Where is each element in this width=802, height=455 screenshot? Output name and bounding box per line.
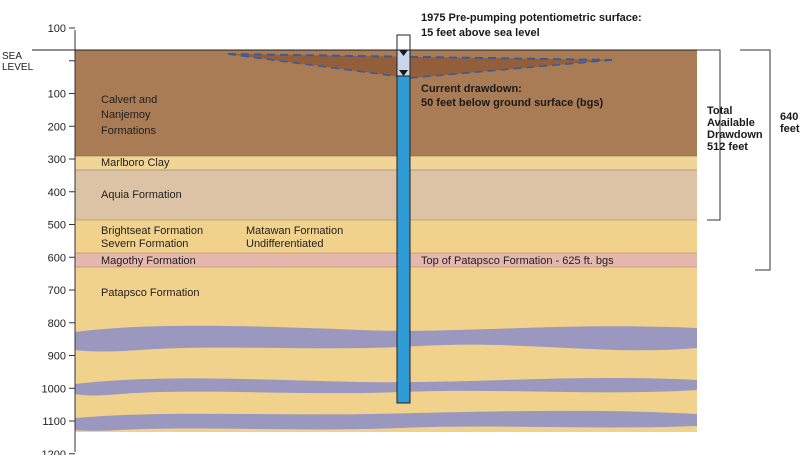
- available-label: Available: [707, 117, 755, 129]
- drawdown-brackets: Total Available Drawdown 512 feet 640 fe…: [697, 49, 800, 271]
- brightseat-severn-matawan-layer: [75, 220, 697, 253]
- annotations: 1975 Pre-pumping potentiometric surface:…: [421, 12, 642, 267]
- drawdown-cone: [227, 53, 613, 79]
- total-drawdown-bracket: [697, 49, 721, 221]
- depth-tick-label: 400: [48, 187, 66, 199]
- layer-stack: [75, 50, 697, 432]
- pre-pumping-value: 15 feet above sea level: [421, 27, 540, 39]
- depth-tick-label: 700: [48, 285, 66, 297]
- depth-tick-label: 600: [48, 252, 66, 264]
- depth-tick-label: 200: [48, 121, 66, 133]
- depth-tick-label: 900: [48, 351, 66, 363]
- brightseat-label: Brightseat Formation: [101, 225, 203, 237]
- calvert-label-line3: Formations: [101, 125, 157, 137]
- top-patapsco-label: Top of Patapsco Formation - 625 ft. bgs: [421, 255, 614, 267]
- depth-640-bracket: [740, 49, 771, 271]
- clay-lens-lower: [75, 410, 697, 431]
- matawan-label: Matawan Formation: [246, 225, 343, 237]
- depth-tick-label: 1000: [42, 383, 66, 395]
- clay-lens-upper: [75, 325, 697, 352]
- marlboro-clay-layer: [75, 156, 697, 170]
- sea-level-tick-label: LEVEL: [2, 62, 34, 73]
- depth-tick-label: 800: [48, 318, 66, 330]
- depth-tick-label: 100: [48, 23, 66, 35]
- depth-tick-label: 1200: [42, 449, 66, 455]
- sea-level-tick-label: SEA: [2, 51, 22, 62]
- clay-lenses: [75, 325, 697, 431]
- clay-lens-middle: [75, 378, 697, 396]
- cone-of-depression: [228, 54, 612, 78]
- undifferentiated-label: Undifferentiated: [246, 238, 323, 250]
- current-drawdown-title: Current drawdown:: [421, 83, 522, 95]
- drawdown-label: Drawdown: [707, 129, 763, 141]
- total-label: Total: [707, 105, 732, 117]
- pre-pumping-title: 1975 Pre-pumping potentiometric surface:: [421, 12, 642, 24]
- current-drawdown-value: 50 feet below ground surface (bgs): [421, 97, 603, 109]
- marlboro-clay-label: Marlboro Clay: [101, 157, 170, 169]
- patapsco-label: Patapsco Formation: [101, 287, 199, 299]
- magothy-label: Magothy Formation: [101, 255, 196, 267]
- drawdown-512-label: 512 feet: [707, 141, 748, 153]
- formation-labels: Calvert and Nanjemoy Formations Marlboro…: [101, 94, 343, 299]
- depth-640-value: 640: [780, 111, 798, 123]
- water-level-marker-top: [399, 50, 408, 56]
- well-screen: [396, 75, 411, 404]
- depth-ticks: 100SEALEVEL10020030040050060070080090010…: [2, 23, 75, 455]
- depth-tick-label: 500: [48, 220, 66, 232]
- depth-tick-label: 300: [48, 154, 66, 166]
- depth-axis: 100SEALEVEL10020030040050060070080090010…: [2, 23, 76, 455]
- well-casing-top: [396, 34, 411, 51]
- water-level-marker-current: [399, 70, 408, 76]
- aquia-layer: [75, 170, 697, 220]
- depth-640-unit: feet: [780, 123, 800, 135]
- aquia-label: Aquia Formation: [101, 189, 182, 201]
- patapsco-layer: [75, 267, 697, 432]
- well: [396, 34, 411, 404]
- calvert-label-line1: Calvert and: [101, 94, 157, 106]
- depth-tick-label: 100: [48, 89, 66, 101]
- cone-dashed-left: [227, 53, 411, 79]
- cone-dashed-right: [409, 59, 613, 79]
- severn-label: Severn Formation: [101, 238, 188, 250]
- magothy-layer: [75, 253, 697, 267]
- calvert-label-line2: Nanjemoy: [101, 109, 151, 121]
- depth-tick-label: 1100: [42, 416, 66, 428]
